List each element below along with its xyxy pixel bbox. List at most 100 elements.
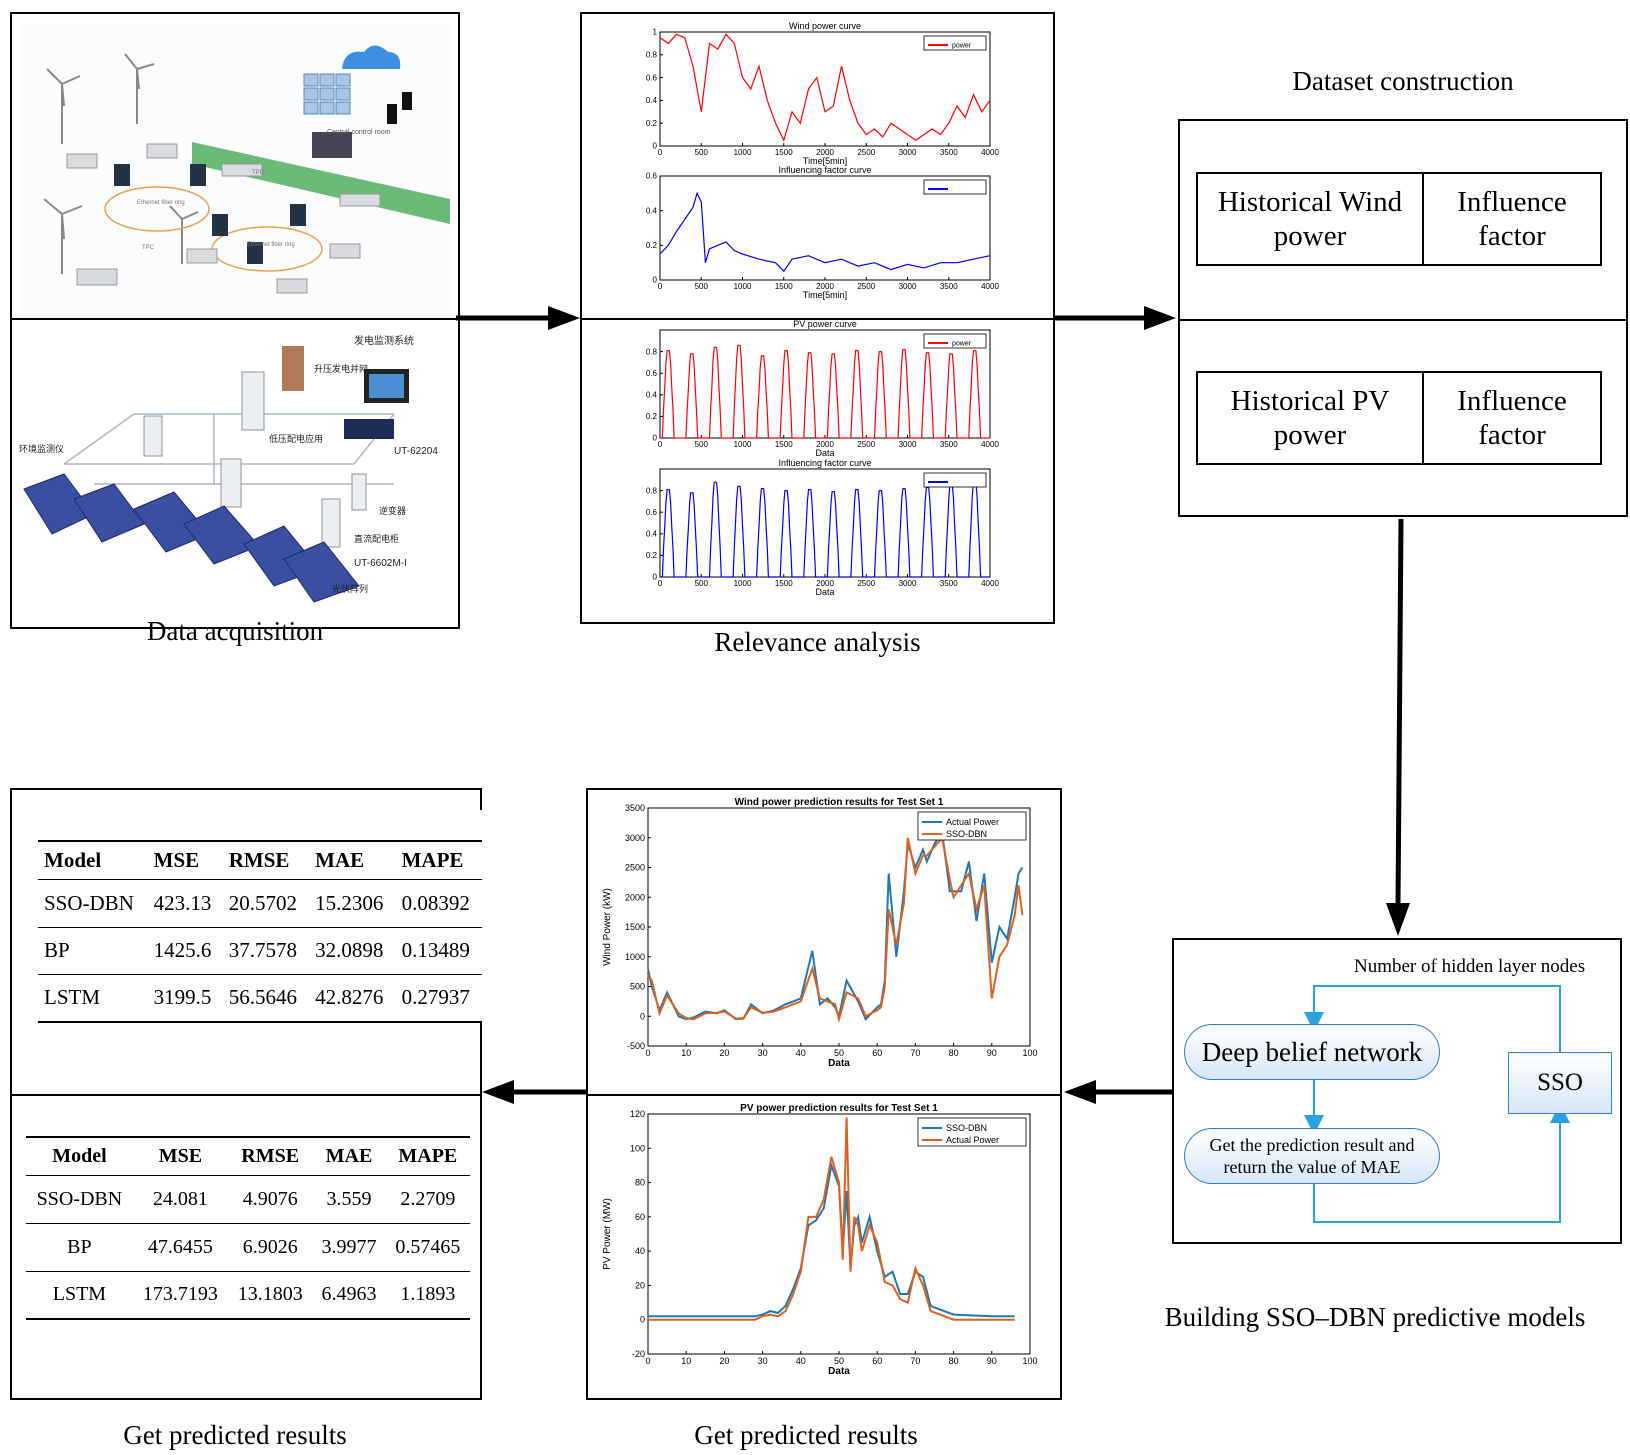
pv-label-ut62204: UT-62204	[394, 446, 438, 457]
x-tick-label: 60	[872, 1048, 882, 1058]
x-tick-label: 4000	[981, 282, 999, 291]
table-cell: 24.081	[152, 1187, 208, 1210]
x-tick-label: 50	[834, 1356, 844, 1366]
table-cell: LSTM	[52, 1283, 107, 1306]
y-tick-label: 120	[630, 1109, 645, 1119]
legend-box	[917, 1117, 1027, 1147]
arrow-head	[548, 306, 580, 330]
table-header: MAPE	[398, 1144, 458, 1167]
panel-divider	[1180, 319, 1626, 321]
x-tick-label: 2000	[816, 282, 834, 291]
y-tick-label: -500	[627, 1041, 645, 1051]
arrow-head	[1144, 306, 1176, 330]
caption-relevance-analysis: Relevance analysis	[714, 627, 921, 657]
x-tick-label: 70	[910, 1356, 920, 1366]
historical-pv-power-cell: Historical PV power	[1196, 371, 1424, 465]
y-tick-label: 0.4	[646, 96, 658, 105]
table-cell: 3.559	[326, 1187, 372, 1210]
wind-results-table: Model MSE RMSE MAE MAPE SSO-DBN 423.13 2…	[38, 840, 482, 1023]
x-axis-label: Data	[828, 1366, 850, 1377]
x-tick-label: 0	[658, 440, 663, 449]
x-tick-label: 500	[695, 282, 709, 291]
chart-title: Wind power prediction results for Test S…	[735, 797, 944, 808]
table-row: BP 47.6455 6.9026 3.9977 0.57465	[26, 1223, 470, 1271]
table-cell: 32.0898	[315, 938, 384, 962]
x-tick-label: 80	[949, 1048, 959, 1058]
y-tick-label: 0	[653, 142, 658, 151]
wind-influence-factor-cell: Influence factor	[1422, 172, 1602, 266]
fiber-ring-label-1: Ethernet fiber ring	[137, 200, 185, 206]
x-tick-label: 1000	[734, 282, 752, 291]
table-cell: 13.1803	[237, 1283, 303, 1306]
pv-influence-factor-text: Influence factor	[1457, 385, 1567, 451]
table-cell: 4.9076	[242, 1187, 298, 1210]
legend-box	[917, 811, 1027, 841]
model-building-panel: Number of hidden layer nodes Deep belief…	[1172, 938, 1622, 1244]
x-tick-label: 60	[872, 1356, 882, 1366]
table-cell: 3199.5	[153, 985, 212, 1010]
data-acquisition-panel: Central control room Ethernet fiber ring…	[10, 12, 460, 629]
y-tick-label: 0.6	[646, 369, 658, 378]
x-axis-label: Data	[828, 1058, 850, 1069]
table-header: MSE	[158, 1144, 203, 1167]
table-row: LSTM 173.7193 13.1803 6.4963 1.1893	[26, 1271, 470, 1319]
table-cell: 37.7578	[228, 938, 298, 962]
arrow-head	[1386, 903, 1410, 936]
y-tick-label: 0.8	[646, 347, 658, 356]
legend-label: power	[952, 42, 972, 49]
x-axis-label: Time[5min]	[803, 290, 847, 300]
panel-divider	[12, 1094, 482, 1096]
y-tick-label: 2500	[625, 863, 645, 873]
wind-influence-factor-text: Influence factor	[1457, 186, 1567, 252]
x-tick-label: 100	[1022, 1356, 1037, 1366]
table-header: MAPE	[401, 847, 464, 872]
y-tick-label: 2000	[625, 892, 645, 902]
pv-results-table: Model MSE RMSE MAE MAPE SSO-DBN 24.081 4…	[26, 1136, 470, 1320]
panel-divider	[12, 318, 458, 320]
x-tick-label: 40	[796, 1356, 806, 1366]
pv-label-inverter: 逆变器	[379, 505, 406, 516]
y-tick-label: 0.2	[646, 551, 658, 560]
table-cell: SSO-DBN	[36, 1187, 123, 1210]
table-header: Model	[44, 847, 102, 872]
y-tick-label: 0.2	[646, 241, 658, 250]
table-header: Model	[52, 1144, 107, 1167]
historical-wind-power-cell: Historical Wind power	[1196, 172, 1424, 266]
legend-label: Actual Power	[946, 817, 999, 827]
y-tick-label: 0.4	[646, 206, 658, 215]
x-tick-label: 20	[719, 1356, 729, 1366]
table-cell: 1.1893	[400, 1283, 456, 1306]
control-room-label: Central control room	[327, 129, 391, 136]
x-axis-label: Time[5min]	[803, 156, 847, 166]
table-cell: LSTM	[44, 985, 101, 1010]
x-tick-label: 50	[834, 1048, 844, 1058]
y-tick-label: 0	[640, 1315, 645, 1325]
x-tick-label: 3500	[940, 148, 958, 157]
arrow-dataset-to-model	[1395, 518, 1404, 906]
prediction-result-node: Get the prediction result and return the…	[1184, 1128, 1440, 1184]
y-axis-label: PV Power (MW)	[602, 1198, 613, 1270]
y-tick-label: 0	[640, 1011, 645, 1021]
y-tick-label: 500	[630, 982, 645, 992]
pv-plant-network-illustration: 发电监测系统 升压发电并网 低压配电应用 UT-62204 环境监测仪 逆变器 …	[14, 324, 454, 624]
table-cell: 0.13489	[401, 938, 470, 962]
y-tick-label: 20	[635, 1280, 645, 1290]
x-tick-label: 100	[1022, 1048, 1037, 1058]
y-tick-label: 1000	[625, 952, 645, 962]
x-tick-label: 70	[910, 1048, 920, 1058]
table-cell: 6.9026	[242, 1235, 298, 1258]
x-tick-label: 4000	[981, 579, 999, 588]
x-tick-label: 3000	[899, 148, 917, 157]
plot-area	[647, 807, 1031, 1047]
legend-box	[923, 35, 987, 51]
y-tick-label: 80	[635, 1178, 645, 1188]
x-tick-label: 500	[695, 148, 709, 157]
x-tick-label: 3000	[899, 282, 917, 291]
x-tick-label: 2000	[816, 148, 834, 157]
table-cell: 2.2709	[400, 1187, 456, 1210]
chart-title: Influencing factor curve	[778, 458, 871, 468]
chart-title: Influencing factor curve	[778, 165, 871, 175]
sso-node: SSO	[1508, 1052, 1612, 1114]
panel-divider	[582, 318, 1053, 320]
legend-label: SSO-DBN	[946, 829, 987, 839]
